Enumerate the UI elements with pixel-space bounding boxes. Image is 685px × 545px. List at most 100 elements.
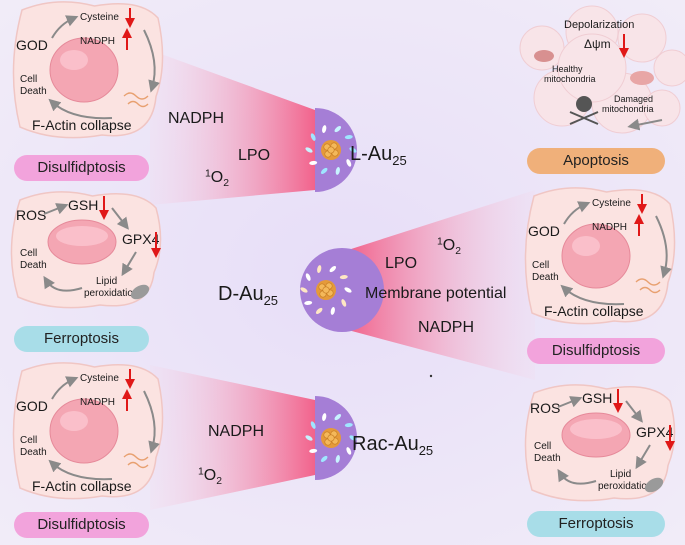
label-cell: Cell [20, 435, 37, 446]
arrow-apoptosis [627, 118, 663, 131]
crossbone [569, 111, 599, 125]
bubble-3 [653, 49, 685, 87]
pill-left-0: Disulfidptosis [14, 155, 149, 181]
arrow-cycle-right [143, 29, 160, 93]
pill-right-2: Ferroptosis [527, 511, 665, 537]
ligand [317, 265, 322, 274]
ligand [344, 287, 352, 293]
arrow-cycle-bottom [48, 459, 113, 481]
pill-right-0: Apoptosis [527, 148, 665, 174]
mechanism-0-0: NADPH [168, 110, 224, 127]
ligand [329, 266, 337, 273]
ligand [315, 307, 323, 314]
f-actin-icon [123, 92, 149, 108]
label-cell: Cell [534, 441, 551, 452]
bacteria-icon [130, 284, 150, 300]
label-ros: ROS [530, 400, 560, 416]
label-god: GOD [16, 398, 48, 414]
beam-rac-au [150, 365, 315, 510]
nucleus [49, 398, 119, 464]
ligand [309, 448, 318, 453]
label-cysteine: Cysteine [80, 12, 119, 23]
nucleus-highlight [56, 226, 108, 246]
gold-atom [322, 286, 330, 294]
label-actin: F-Actin collapse [544, 303, 644, 319]
arrow-gpx4-lipid [121, 251, 137, 277]
f-actin-icon [635, 278, 661, 294]
ligand [344, 135, 353, 140]
label-gpx4: GPX4 [636, 424, 674, 440]
f-actin-icon [123, 453, 149, 469]
arrow-lipid-death [557, 468, 597, 485]
nucleus-highlight [60, 50, 88, 70]
arrow-cycle-right [143, 390, 160, 454]
mechanism-1-1: LPO [385, 255, 417, 272]
pill-left-1: Ferroptosis [14, 326, 149, 352]
ligand [309, 160, 318, 165]
ligand [322, 125, 327, 134]
nucleus [49, 37, 119, 103]
mechanism-1-3: NADPH [418, 319, 474, 336]
arrow-god-cysteine [51, 376, 79, 400]
gold-atom [327, 434, 335, 442]
ligand [349, 435, 357, 441]
label-death: Death [20, 447, 47, 458]
ligand [346, 159, 352, 167]
mitochondria-icon [534, 50, 554, 62]
label-actin: F-Actin collapse [32, 117, 132, 133]
label-cysteine: Cysteine [592, 198, 631, 209]
pill-right-1: Disulfidptosis [527, 338, 665, 364]
label-depolarization: Depolarization [564, 19, 634, 31]
mechanism-1-2: Membrane potential [365, 285, 506, 302]
beam-d-au-right [348, 190, 535, 380]
nucleus-highlight [60, 411, 88, 431]
skull-icon [576, 96, 592, 112]
nucleus-highlight [572, 236, 600, 256]
cluster-label-2: Rac-Au25 [352, 433, 433, 458]
beam-l-au [150, 50, 315, 205]
label-gsh: GSH [68, 197, 98, 213]
label-gpx4: GPX4 [122, 231, 160, 247]
arrow-gsh-gpx4 [625, 400, 643, 423]
ligand [346, 447, 352, 455]
ligand [305, 147, 313, 153]
label-gsh: GSH [582, 390, 612, 406]
ligand [322, 413, 327, 422]
nucleus-highlight [570, 419, 622, 439]
bubble-2 [617, 13, 667, 63]
label-peroxidation: peroxidation [598, 481, 652, 492]
arrow-cycle-right [655, 215, 672, 279]
label-death: Death [532, 272, 559, 283]
beams [150, 50, 535, 510]
ligand [310, 133, 316, 141]
label-nadph: NADPH [592, 222, 627, 233]
ligand [335, 166, 340, 175]
mechanism-2-1: 1O2 [198, 466, 222, 487]
mechanism-0-1: LPO [238, 147, 270, 164]
ligand [320, 455, 328, 462]
ligand [320, 167, 328, 174]
ligand [304, 300, 313, 305]
label-delta-psi: Δψm [584, 37, 611, 51]
label-god: GOD [16, 37, 48, 53]
label-cell: Cell [20, 248, 37, 259]
label-ros: ROS [16, 207, 46, 223]
label-healthy-mito: mitochondria [544, 74, 596, 84]
arrow-gsh-gpx4 [111, 207, 129, 230]
ligand [330, 306, 335, 315]
label-cell: Cell [20, 74, 37, 85]
cluster-label-0: L-Au25 [350, 143, 407, 168]
mechanism-1-0: 1O2 [437, 236, 461, 257]
label-death: Death [20, 86, 47, 97]
arrow-gpx4-lipid [635, 444, 651, 470]
arrow-god-cysteine [563, 201, 591, 225]
ligand [349, 147, 357, 153]
ligand [334, 414, 342, 421]
